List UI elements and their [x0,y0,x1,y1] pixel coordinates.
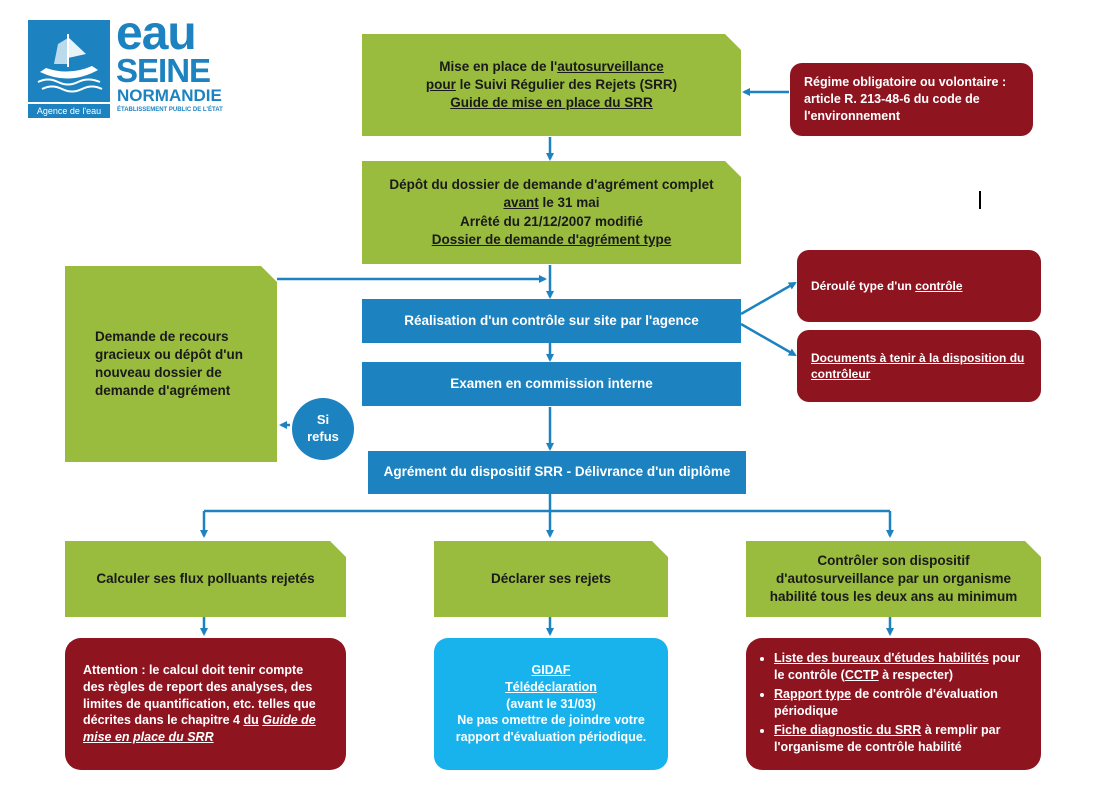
calc-flux-box: Calculer ses flux polluants rejetés [65,541,346,617]
documents-link-box[interactable]: Documents à tenir à la disposition du co… [797,330,1041,402]
logo-word-normandie: NORMANDIE [117,86,222,105]
attention-note: Attention : le calcul doit tenir compte … [65,638,346,770]
guide-link-attention[interactable]: Guide de mise en place du SRR [83,713,316,745]
guide-link[interactable]: Guide de mise en place du SRR [450,95,653,111]
logo-word-eau: eau [116,7,197,60]
arrow-step3-to-documents [740,322,797,357]
dossier-type-link[interactable]: Dossier de demande d'agrément type [431,231,672,247]
controler-dispositif-box: Contrôler son dispositif d'autosurveilla… [746,541,1041,617]
logo: Agence de l'eau eau SEINE NORMANDIE ÉTAB… [28,7,228,120]
teledeclaration-link[interactable]: Télédéclaration [505,679,597,694]
logo-tagline: ÉTABLISSEMENT PUBLIC DE L'ÉTAT [117,107,223,113]
regime-note: Régime obligatoire ou volontaire : artic… [790,63,1033,136]
liste-links-box: Liste des bureaux d'études habilités pou… [746,638,1041,770]
logo-word-seine: SEINE [116,52,211,89]
logo-badge: Agence de l'eau [28,104,110,118]
text-cursor [979,191,981,209]
deroule-link-box[interactable]: Déroulé type d'un contrôle [797,250,1041,322]
liste-item-bureaux: Liste des bureaux d'études habilités pou… [774,650,1027,684]
step-depot-dossier: Dépôt du dossier de demande d'agrément c… [362,161,741,264]
step-controle-site: Réalisation d'un contrôle sur site par l… [362,299,741,343]
si-refus-badge: Si refus [292,398,354,460]
liste-item-fiche: Fiche diagnostic du SRR à remplir par l'… [774,722,1027,756]
step-commission: Examen en commission interne [362,362,741,406]
gidaf-box: GIDAF Télédéclaration (avant le 31/03) N… [434,638,668,770]
arrow-step3-to-deroule [740,281,797,316]
gidaf-link[interactable]: GIDAF [531,662,571,677]
step-mise-en-place: Mise en place de l'autosurveillance pour… [362,34,741,136]
ship-icon [28,20,110,102]
liste-item-rapport: Rapport type de contrôle d'évaluation pé… [774,686,1027,720]
recours-box: Demande de recours gracieux ou dépôt d'u… [65,266,277,462]
declarer-rejets-box: Déclarer ses rejets [434,541,668,617]
step-agrement: Agrément du dispositif SRR - Délivrance … [368,451,746,494]
